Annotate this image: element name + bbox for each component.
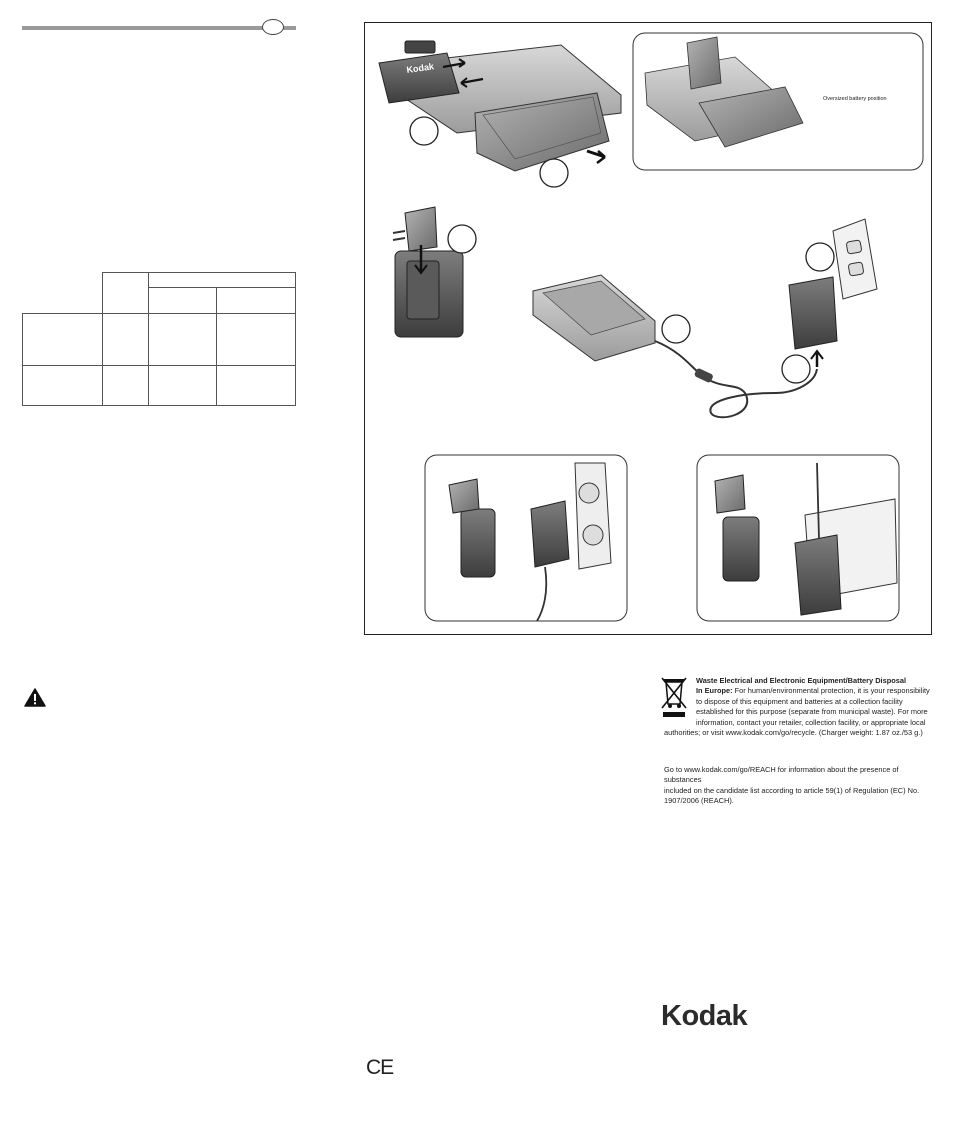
reach-line: 1907/2006 (REACH). (664, 796, 734, 806)
weee-line: authorities; or visit www.kodak.com/go/r… (664, 728, 923, 738)
weee-line: established for this purpose (separate f… (696, 707, 928, 717)
table-row (22, 272, 297, 314)
page-number-oval (262, 19, 284, 35)
eu-plug-inset (424, 454, 628, 622)
weee-line: For human/environmental protection, it i… (734, 686, 930, 696)
plug-adapter-drawing (392, 206, 477, 338)
charger-brand-label: Kodak (406, 61, 436, 75)
header-rule (22, 26, 296, 30)
warning-icon (24, 688, 46, 712)
wall-outlet-adapter-drawing (781, 218, 878, 384)
crossed-bin-icon (660, 676, 688, 725)
weee-line: information, contact your retailer, coll… (696, 717, 926, 727)
kodak-logo: Kodak (661, 1000, 748, 1032)
table-row (22, 365, 296, 406)
weee-title: Waste Electrical and Electronic Equipmen… (696, 676, 907, 685)
reach-notice: Go to www.kodak.com/go/REACH for informa… (664, 765, 936, 807)
ce-mark: CE (366, 1056, 394, 1079)
spec-table (22, 272, 297, 406)
charger-with-cable-drawing (532, 274, 818, 419)
weee-notice: Waste Electrical and Electronic Equipmen… (664, 676, 936, 738)
oversized-battery-inset: Oversized battery position (632, 32, 924, 171)
table-row (22, 313, 296, 366)
uk-plug-inset (696, 454, 900, 622)
reach-line: Go to www.kodak.com/go/REACH for informa… (664, 765, 899, 785)
oversized-caption: Oversized battery position (823, 96, 887, 102)
instruction-illustration: Kodak Oversized battery position (364, 22, 932, 635)
weee-lead: In Europe: (696, 686, 733, 696)
reach-line: included on the candidate list according… (664, 785, 920, 795)
charger-with-battery-drawing: Kodak (378, 40, 622, 188)
weee-line: to dispose of this equipment and batteri… (696, 696, 903, 706)
